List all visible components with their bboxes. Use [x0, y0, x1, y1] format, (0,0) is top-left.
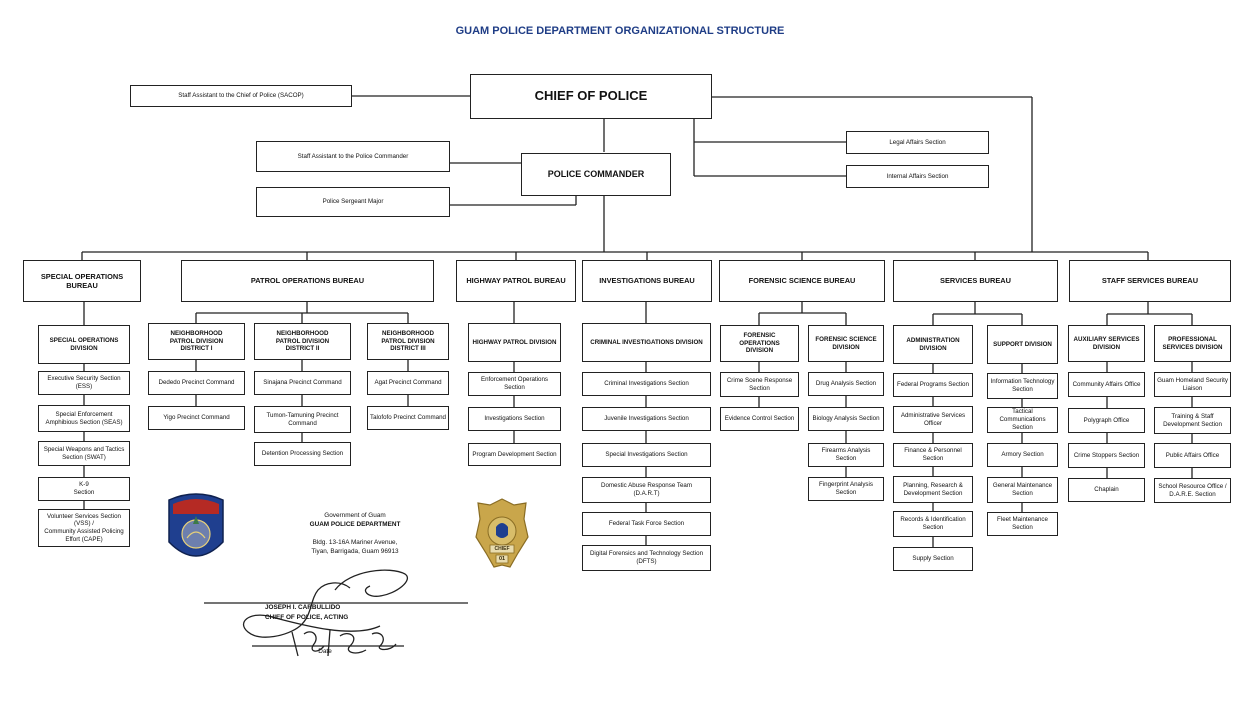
precinct-box: Yigo Precinct Command: [148, 406, 245, 430]
criminal-investigations-division-box: CRIMINAL INVESTIGATIONS DIVISION: [582, 323, 711, 362]
administration-division-box: ADMINISTRATION DIVISION: [893, 325, 973, 364]
badge-chief-text: CHIEF: [494, 546, 510, 552]
patrol-district-2-box: NEIGHBORHOOD PATROL DIVISION DISTRICT II: [254, 323, 351, 360]
highway-patrol-division-box: HIGHWAY PATROL DIVISION: [468, 323, 561, 362]
patrol-district-1-box: NEIGHBORHOOD PATROL DIVISION DISTRICT I: [148, 323, 245, 360]
chart-title: GUAM POLICE DEPARTMENT ORGANIZATIONAL ST…: [455, 25, 785, 37]
forensic-operations-division-box: FORENSIC OPERATIONS DIVISION: [720, 325, 799, 362]
section-box: Special Enforcement Amphibious Section (…: [38, 405, 130, 432]
section-box: School Resource Office / D.A.R.E. Sectio…: [1154, 478, 1231, 503]
section-box: Special Weapons and Tactics Section (SWA…: [38, 441, 130, 466]
section-box: Biology Analysis Section: [808, 407, 884, 431]
support-division-box: SUPPORT DIVISION: [987, 325, 1058, 364]
section-box: Special Investigations Section: [582, 443, 711, 467]
highway-patrol-bureau-box: HIGHWAY PATROL BUREAU: [456, 260, 576, 302]
section-box: Training & Staff Development Section: [1154, 407, 1231, 434]
legal-affairs-box: Legal Affairs Section: [846, 131, 989, 154]
services-bureau-box: SERVICES BUREAU: [893, 260, 1058, 302]
section-box: Executive Security Section (ESS): [38, 371, 130, 395]
section-box: Fingerprint Analysis Section: [808, 477, 884, 501]
police-commander-box: POLICE COMMANDER: [521, 153, 671, 196]
section-box: Federal Programs Section: [893, 373, 973, 397]
staff-assistant-commander-box: Staff Assistant to the Police Commander: [256, 141, 450, 172]
precinct-box: Tumon-Tamuning Precinct Command: [254, 406, 351, 433]
section-box: Criminal Investigations Section: [582, 372, 711, 396]
section-box: Crime Scene Response Section: [720, 372, 799, 397]
section-box: Fleet Maintenance Section: [987, 512, 1058, 536]
signer-title-text: CHIEF OF POLICE, ACTING: [265, 614, 349, 621]
chief-badge-logo: [475, 498, 529, 568]
precinct-box: Sinajana Precinct Command: [254, 371, 351, 395]
section-box: Chaplain: [1068, 478, 1145, 502]
internal-affairs-box: Internal Affairs Section: [846, 165, 989, 188]
signature-block: [204, 569, 468, 657]
patrol-operations-bureau-box: PATROL OPERATIONS BUREAU: [181, 260, 434, 302]
section-box: Crime Stoppers Section: [1068, 443, 1145, 468]
section-box: Firearms Analysis Section: [808, 443, 884, 467]
precinct-box: Agat Precinct Command: [367, 371, 449, 395]
date-label-text: Date: [318, 648, 332, 655]
police-sergeant-major-box: Police Sergeant Major: [256, 187, 450, 217]
section-box: Digital Forensics and Technology Section…: [582, 545, 711, 571]
signer-name-text: JOSEPH I. CARBULLIDO: [265, 604, 341, 611]
forensic-science-bureau-box: FORENSIC SCIENCE BUREAU: [719, 260, 885, 302]
section-box: Armory Section: [987, 443, 1058, 467]
section-box: Polygraph Office: [1068, 408, 1145, 433]
patrol-district-3-box: NEIGHBORHOOD PATROL DIVISION DISTRICT II…: [367, 323, 449, 360]
section-box: Community Affairs Office: [1068, 372, 1145, 397]
section-box: Evidence Control Section: [720, 407, 799, 431]
section-box: Public Affairs Office: [1154, 443, 1231, 468]
section-box: Planning, Research & Development Section: [893, 476, 973, 503]
sacop-box: Staff Assistant to the Chief of Police (…: [130, 85, 352, 107]
section-box: Federal Task Force Section: [582, 512, 711, 536]
section-box: General Maintenance Section: [987, 477, 1058, 503]
section-box: Administrative Services Officer: [893, 406, 973, 433]
section-box: Volunteer Services Section (VSS) / Commu…: [38, 509, 130, 547]
gpd-patch-logo: [168, 493, 224, 557]
precinct-box: Talofofo Precinct Command: [367, 406, 449, 430]
section-box: Drug Analysis Section: [808, 372, 884, 396]
special-operations-division-box: SPECIAL OPERATIONS DIVISION: [38, 325, 130, 364]
address-text: Bldg. 13-16A Mariner Avenue, Tiyan, Barr…: [311, 539, 399, 555]
section-box: Enforcement Operations Section: [468, 372, 561, 396]
special-operations-bureau-box: SPECIAL OPERATIONS BUREAU: [23, 260, 141, 302]
chief-of-police-box: CHIEF OF POLICE: [470, 74, 712, 119]
auxiliary-services-division-box: AUXILIARY SERVICES DIVISION: [1068, 325, 1145, 362]
section-box: Tactical Communications Section: [987, 407, 1058, 433]
investigations-bureau-box: INVESTIGATIONS BUREAU: [582, 260, 712, 302]
staff-services-bureau-box: STAFF SERVICES BUREAU: [1069, 260, 1231, 302]
detention-processing-box: Detention Processing Section: [254, 442, 351, 466]
section-box: Investigations Section: [468, 407, 561, 431]
section-box: Program Development Section: [468, 443, 561, 466]
forensic-science-division-box: FORENSIC SCIENCE DIVISION: [808, 325, 884, 362]
government-of-guam-text: Government of Guam: [324, 512, 386, 519]
section-box: Supply Section: [893, 547, 973, 571]
badge-number-text: 01: [498, 556, 506, 562]
section-box: Juvenile Investigations Section: [582, 407, 711, 431]
section-box: Domestic Abuse Response Team (D.A.R.T): [582, 477, 711, 503]
section-box: Information Technology Section: [987, 373, 1058, 399]
section-box: Finance & Personnel Section: [893, 443, 973, 467]
professional-services-division-box: PROFESSIONAL SERVICES DIVISION: [1154, 325, 1231, 362]
section-box: Records & Identification Section: [893, 511, 973, 537]
gpd-name-text: GUAM POLICE DEPARTMENT: [309, 521, 401, 528]
precinct-box: Dededo Precinct Command: [148, 371, 245, 395]
section-box: K-9 Section: [38, 477, 130, 501]
section-box: Guam Homeland Security Liaison: [1154, 372, 1231, 397]
